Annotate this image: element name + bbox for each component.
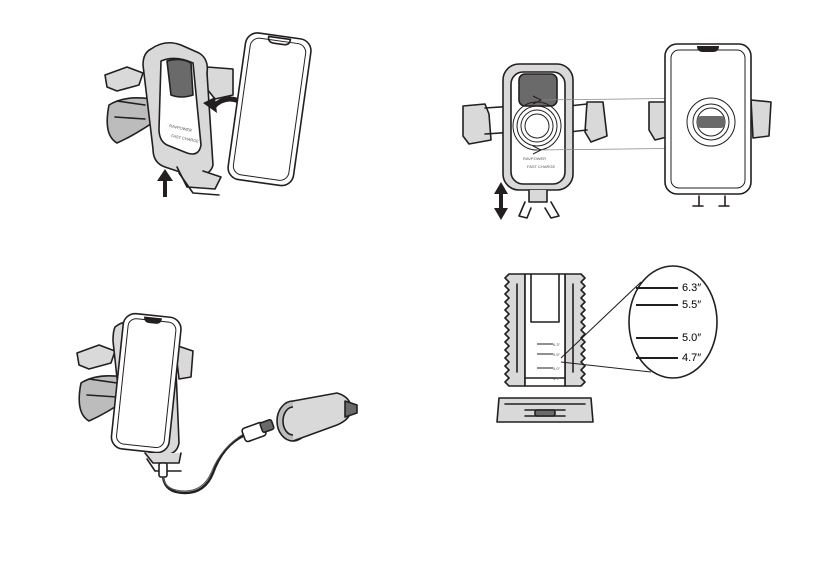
size-label: 6.3″ [682,282,701,294]
size-row: 5.0″ [636,332,701,344]
up-arrow-icon [157,169,173,197]
size-label: 5.5″ [682,299,701,311]
size-line [636,304,678,306]
svg-text:5.0″: 5.0″ [553,366,561,371]
svg-text:4.7″: 4.7″ [553,376,561,381]
size-row: 5.5″ [636,299,701,311]
size-line [636,357,678,359]
size-label: 5.0″ [682,332,701,344]
svg-text:6.3″: 6.3″ [553,342,561,347]
double-arrow-icon [494,182,508,220]
svg-text:RAVPOWER: RAVPOWER [523,156,546,161]
svg-text:FAST CHARGE: FAST CHARGE [527,164,555,169]
size-label: 4.7″ [682,352,701,364]
size-line [636,337,678,339]
size-callout: 6.3″ 5.5″ 5.0″ 4.7″ [636,272,746,372]
svg-text:5.5″: 5.5″ [553,352,561,357]
size-row: 4.7″ [636,352,701,364]
size-row: 6.3″ [636,282,701,294]
install-illustration: RAVPOWER FAST CHARGE [95,25,325,210]
size-line [636,287,678,289]
adjust-illustration: RAVPOWER FAST CHARGE [455,40,785,230]
charge-illustration [75,305,365,500]
